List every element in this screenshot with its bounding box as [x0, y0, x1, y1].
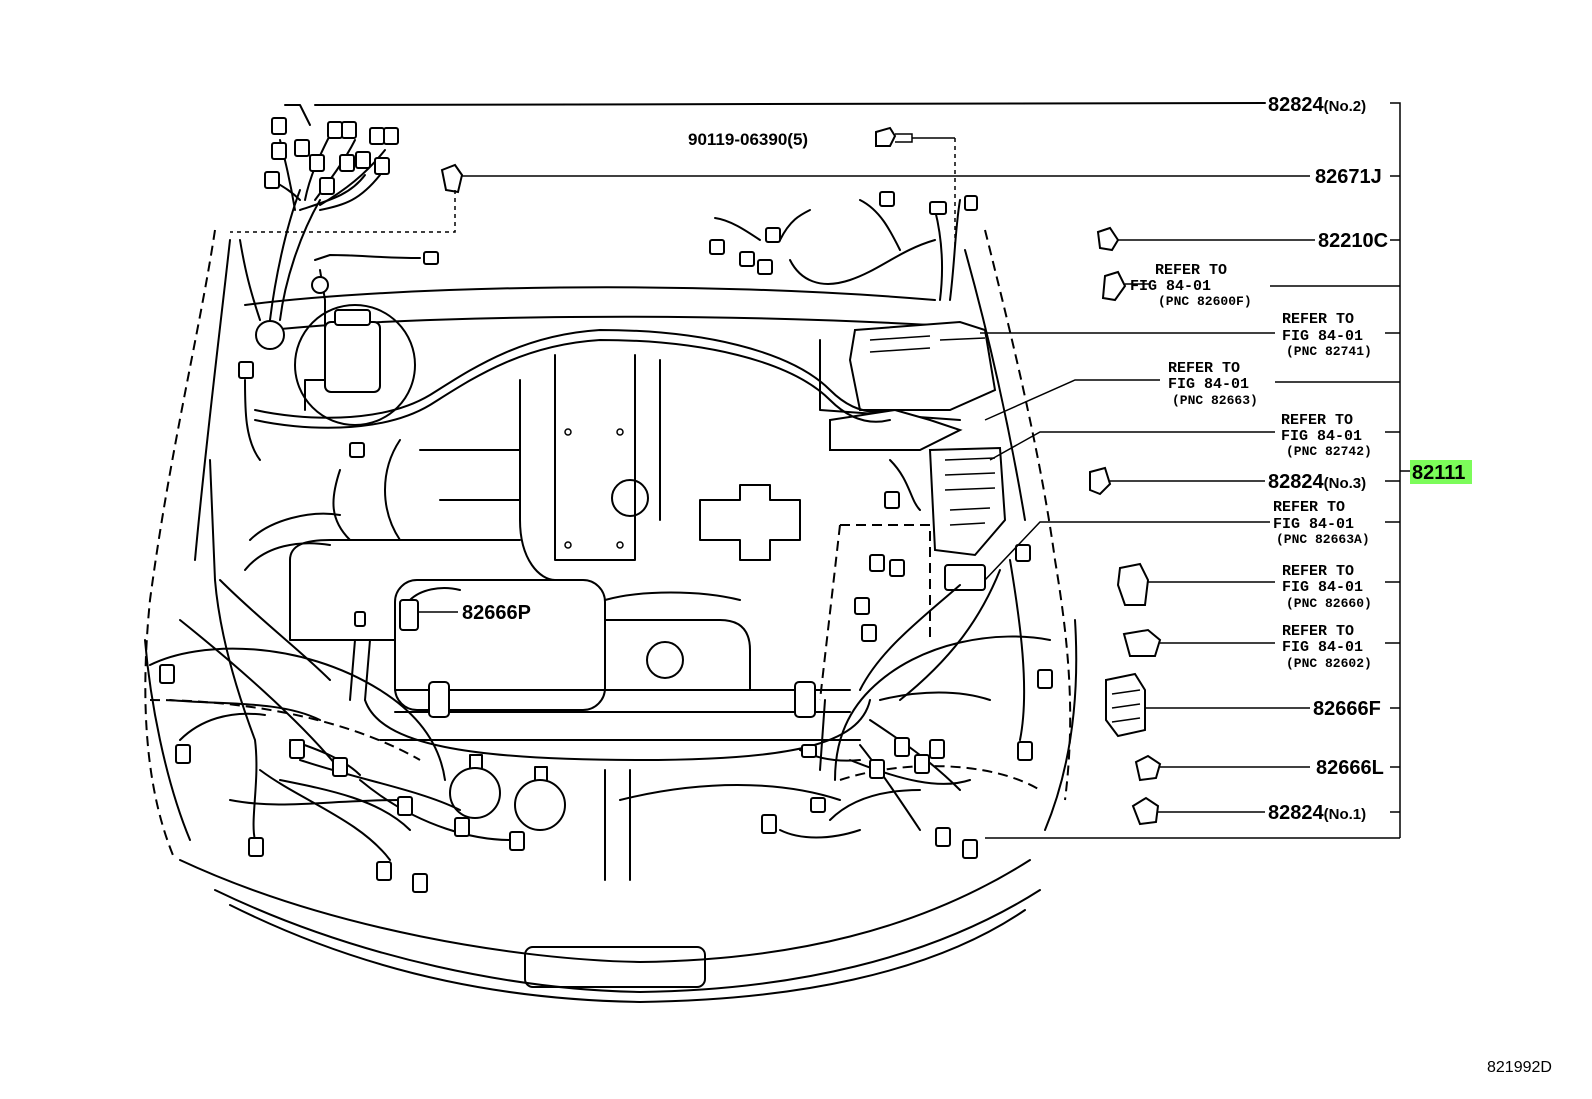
svg-text:REFER TO: REFER TO	[1282, 623, 1354, 640]
svg-text:(PNC 82741): (PNC 82741)	[1286, 344, 1372, 359]
reference-82602[interactable]: REFER TO FIG 84-01 (PNC 82602)	[1282, 623, 1372, 671]
reference-82600f[interactable]: REFER TO FIG 84-01 (PNC 82600F)	[1130, 262, 1252, 309]
callout-82824-no1[interactable]: 82824(No.1)	[1268, 802, 1366, 824]
callout-82666p[interactable]: 82666P	[462, 602, 531, 624]
svg-text:FIG 84-01: FIG 84-01	[1130, 278, 1211, 295]
reference-82660[interactable]: REFER TO FIG 84-01 (PNC 82660)	[1282, 563, 1372, 611]
clip-icon-82824-no3	[1089, 466, 1112, 496]
svg-text:REFER TO: REFER TO	[1281, 412, 1353, 429]
svg-text:(PNC 82742): (PNC 82742)	[1286, 444, 1372, 459]
callout-part-icons	[440, 126, 1162, 826]
svg-text:REFER TO: REFER TO	[1273, 499, 1345, 516]
callout-82824-no2[interactable]: 82824(No.2)	[1268, 94, 1366, 116]
callout-82824-no3[interactable]: 82824(No.3)	[1268, 471, 1366, 493]
connector-icon-82602	[1122, 628, 1162, 657]
wire-harness	[169, 102, 1266, 861]
reference-82741[interactable]: REFER TO FIG 84-01 (PNC 82741)	[1282, 311, 1372, 359]
figure-code: 821992D	[1487, 1059, 1552, 1076]
svg-text:(PNC 82602): (PNC 82602)	[1286, 656, 1372, 671]
clip-icon-82824-no1	[1131, 796, 1160, 826]
svg-text:FIG 84-01: FIG 84-01	[1282, 639, 1363, 656]
svg-text:(PNC 82663A): (PNC 82663A)	[1276, 532, 1370, 547]
svg-text:REFER TO: REFER TO	[1168, 360, 1240, 377]
callout-main-part-82111[interactable]: 82111	[1412, 462, 1465, 484]
svg-text:FIG 84-01: FIG 84-01	[1282, 579, 1363, 596]
reference-82663a[interactable]: REFER TO FIG 84-01 (PNC 82663A)	[1273, 499, 1370, 547]
callout-82666l[interactable]: 82666L	[1316, 757, 1384, 779]
svg-text:REFER TO: REFER TO	[1155, 262, 1227, 279]
callout-82671j[interactable]: 82671J	[1315, 166, 1382, 188]
svg-text:FIG 84-01: FIG 84-01	[1168, 376, 1249, 393]
clip-icon-82210c	[1096, 226, 1120, 252]
svg-text:(PNC 82600F): (PNC 82600F)	[1158, 294, 1252, 309]
reference-82663[interactable]: REFER TO FIG 84-01 (PNC 82663)	[1168, 360, 1258, 408]
callout-90119-06390[interactable]: 90119-06390(5)	[688, 130, 808, 149]
callout-82210c[interactable]: 82210C	[1318, 230, 1388, 252]
svg-text:(PNC 82663): (PNC 82663)	[1172, 393, 1258, 408]
callout-labels: 82824(No.2) 90119-06390(5) 82671J 82210C…	[462, 94, 1472, 824]
main-part-highlight	[1410, 460, 1472, 484]
grommet-icon-82666l	[1134, 754, 1162, 782]
connector-icon-82660	[1116, 562, 1150, 606]
svg-text:(PNC 82660): (PNC 82660)	[1286, 596, 1372, 611]
reference-labels: REFER TO FIG 84-01 (PNC 82600F) REFER TO…	[1130, 262, 1372, 671]
svg-text:FIG 84-01: FIG 84-01	[1273, 516, 1354, 533]
svg-text:FIG 84-01: FIG 84-01	[1282, 328, 1363, 345]
connector-icon-82600f	[1101, 270, 1127, 302]
engine-bay-drawing	[144, 229, 1078, 1003]
block-icon-82666f	[1105, 672, 1146, 738]
clamp-icon-82671j	[440, 163, 464, 194]
reference-82742[interactable]: REFER TO FIG 84-01 (PNC 82742)	[1281, 412, 1372, 459]
svg-text:REFER TO: REFER TO	[1282, 311, 1354, 328]
callout-82666f[interactable]: 82666F	[1313, 698, 1381, 720]
svg-text:FIG 84-01: FIG 84-01	[1281, 428, 1362, 445]
svg-text:REFER TO: REFER TO	[1282, 563, 1354, 580]
leader-lines	[230, 102, 1410, 839]
connectors	[159, 117, 1053, 893]
bolt-icon	[875, 126, 897, 147]
